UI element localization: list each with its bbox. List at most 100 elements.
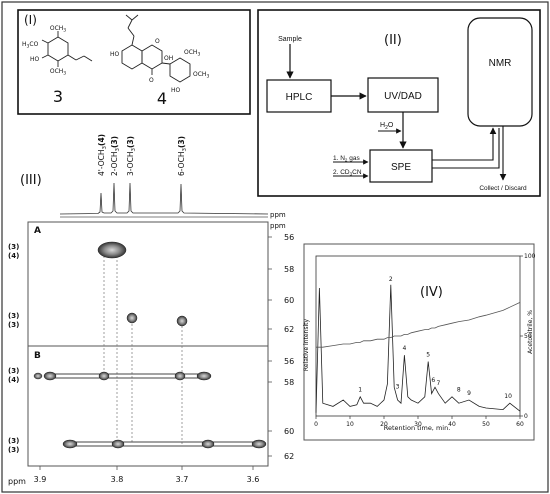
sample-label: Sample <box>278 36 302 43</box>
a-label-3-low: (3) <box>8 321 19 329</box>
benzene-ring <box>47 36 69 62</box>
b-label-3-low: (3) <box>8 446 19 454</box>
compound-4-ring-oxygen: O <box>155 38 160 45</box>
compound-4-keto-oxygen: O <box>149 77 154 84</box>
chromatogram-plot-area <box>315 255 521 417</box>
hsqc-b-spot-low-left <box>62 439 78 449</box>
hplc-label: HPLC <box>286 92 313 103</box>
block-a-right-ticks <box>268 236 272 457</box>
hsqc-b-spot-mid <box>174 371 186 381</box>
panel-structures-label: (I) <box>24 13 37 27</box>
peak-labels: 4'-OCH3(4) 2-OCH3(3) 3-OCH3(3) 6-OCH3(3) <box>97 134 188 176</box>
gas1-label: 1. N2 gas <box>333 155 360 163</box>
panel-nmr-label: (III) <box>20 173 42 188</box>
x-tick-label-10: 10 <box>346 421 354 428</box>
spe-to-nmr-return-line <box>432 128 500 169</box>
peak-annotation-4: 4 <box>402 345 406 352</box>
block-a-tick-56: 56 <box>284 233 294 242</box>
peak-label-2-och3: 2-OCH3(3) <box>110 136 121 176</box>
block-b-label: B <box>34 351 41 361</box>
peak-label-6-och3: 6-OCH3(3) <box>177 136 188 176</box>
hsqc-a-spot-4-prime <box>97 241 127 259</box>
y2-tick-label-0: 0 <box>524 413 528 420</box>
peak-label-3-och3: 3-OCH3(3) <box>126 136 137 176</box>
panel-flow-label: (II) <box>384 33 402 48</box>
spe-box <box>369 149 433 183</box>
compound-4-right-hydroxy: OH <box>164 55 173 62</box>
block-a-tick-62: 62 <box>284 325 294 334</box>
panel-chromatogram-label: (IV) <box>420 285 443 300</box>
peak-annotation-5: 5 <box>426 351 430 358</box>
hsqc-x-ticks <box>39 466 254 470</box>
y2-tick-label-100: 100 <box>524 253 536 260</box>
intensity-trace <box>315 284 521 413</box>
b-label-4-top: (4) <box>8 376 19 384</box>
hsqc-a-spot-6 <box>176 315 188 327</box>
x-tick-label-60: 60 <box>516 421 524 428</box>
compound-3-top-methoxy: OCH3 <box>50 25 66 34</box>
hsqc-a-ppm-label: ppm <box>270 222 286 230</box>
uvdad-box <box>367 77 439 113</box>
peak-annotation-1: 1 <box>358 387 362 394</box>
compound-4-bottom-hydroxy: HO <box>171 87 181 94</box>
compound-4-methoxy-a: OCH3 <box>184 49 200 58</box>
spectrum-ppm-label: ppm <box>270 211 286 219</box>
panel-flow-frame <box>257 9 541 197</box>
peak-label-4-prime-och3: 4'-OCH3(4) <box>97 134 108 176</box>
y2-tick-label-50: 50 <box>524 333 532 340</box>
water-label: H2O <box>380 122 394 131</box>
compound-3-number: 3 <box>53 87 63 106</box>
hsqc-x-ppm-label: ppm <box>8 477 26 486</box>
block-a-label: A <box>34 226 41 236</box>
a-label-3-top: (3) <box>8 243 19 251</box>
hsqc-x-tick-3-8: 3.8 <box>111 475 124 484</box>
panel-nmr: (III) 4'-OCH3(4) 2-OCH3(3) 3-OCH3(3) 6-O… <box>8 134 294 486</box>
panel-structures-frame <box>17 9 251 115</box>
x-tick-label-0: 0 <box>314 421 318 428</box>
ring-c <box>141 44 163 70</box>
compound-4-structure <box>121 14 191 83</box>
chromatogram-ylabel-left: Relative intensity <box>303 318 310 371</box>
peak-annotation-9: 9 <box>467 390 471 397</box>
compound-4-number: 4 <box>157 89 167 108</box>
peak-annotation-10: 10 <box>504 393 512 400</box>
left-compound-labels: (3) (4) (3) (3) (3) (4) (3) (3) <box>8 243 19 454</box>
x-tick-label-30: 30 <box>414 421 422 428</box>
compound-4-methoxy-b: OCH3 <box>193 71 209 80</box>
hsqc-b-spot-low-6 <box>201 439 215 449</box>
hsqc-b-spot-low-right <box>251 439 267 449</box>
spe-to-nmr-arrow <box>432 127 497 161</box>
hsqc-frame <box>27 221 269 467</box>
uvdad-label: UV/DAD <box>384 91 422 102</box>
hsqc-x-tick-3-6: 3.6 <box>247 475 260 484</box>
hsqc-b-spot-low-2 <box>111 439 125 449</box>
compound-3-structure <box>41 31 93 67</box>
hsqc-b-spot-4-prime <box>98 371 110 381</box>
block-b-tick-58: 58 <box>284 378 294 387</box>
ring-a <box>121 44 143 70</box>
block-b-tick-60: 60 <box>284 427 294 436</box>
block-b-tick-56: 56 <box>284 357 294 366</box>
block-a-tick-60: 60 <box>284 296 294 305</box>
proton-1d-spectrum <box>59 182 269 215</box>
hsqc-b-spot-left <box>43 371 57 381</box>
a-label-3-mid: (3) <box>8 312 19 320</box>
compound-4-left-hydroxy: HO <box>110 51 120 58</box>
hsqc-b-spot-right <box>196 371 212 381</box>
peak-annotation-6: 6 <box>431 377 435 384</box>
hsqc-x-tick-3-9: 3.9 <box>34 475 47 484</box>
chromatogram-xlabel: Retention time, min. <box>384 424 451 432</box>
peak-annotation-3: 3 <box>396 383 400 390</box>
block-b-tick-62: 62 <box>284 452 294 461</box>
collect-label: Collect / Discard <box>479 185 527 192</box>
compound-3-hydroxy: HO <box>30 56 40 63</box>
nmr-label: NMR <box>489 58 512 69</box>
acetonitrile-gradient-trace <box>316 302 521 348</box>
panel-flow-diagram: (II) Sample HPLC UV/DAD H2O SPE 1. N2 ga… <box>257 9 541 197</box>
b-label-3-top: (3) <box>8 367 19 375</box>
hsqc-b-horizontal-links <box>46 373 262 447</box>
